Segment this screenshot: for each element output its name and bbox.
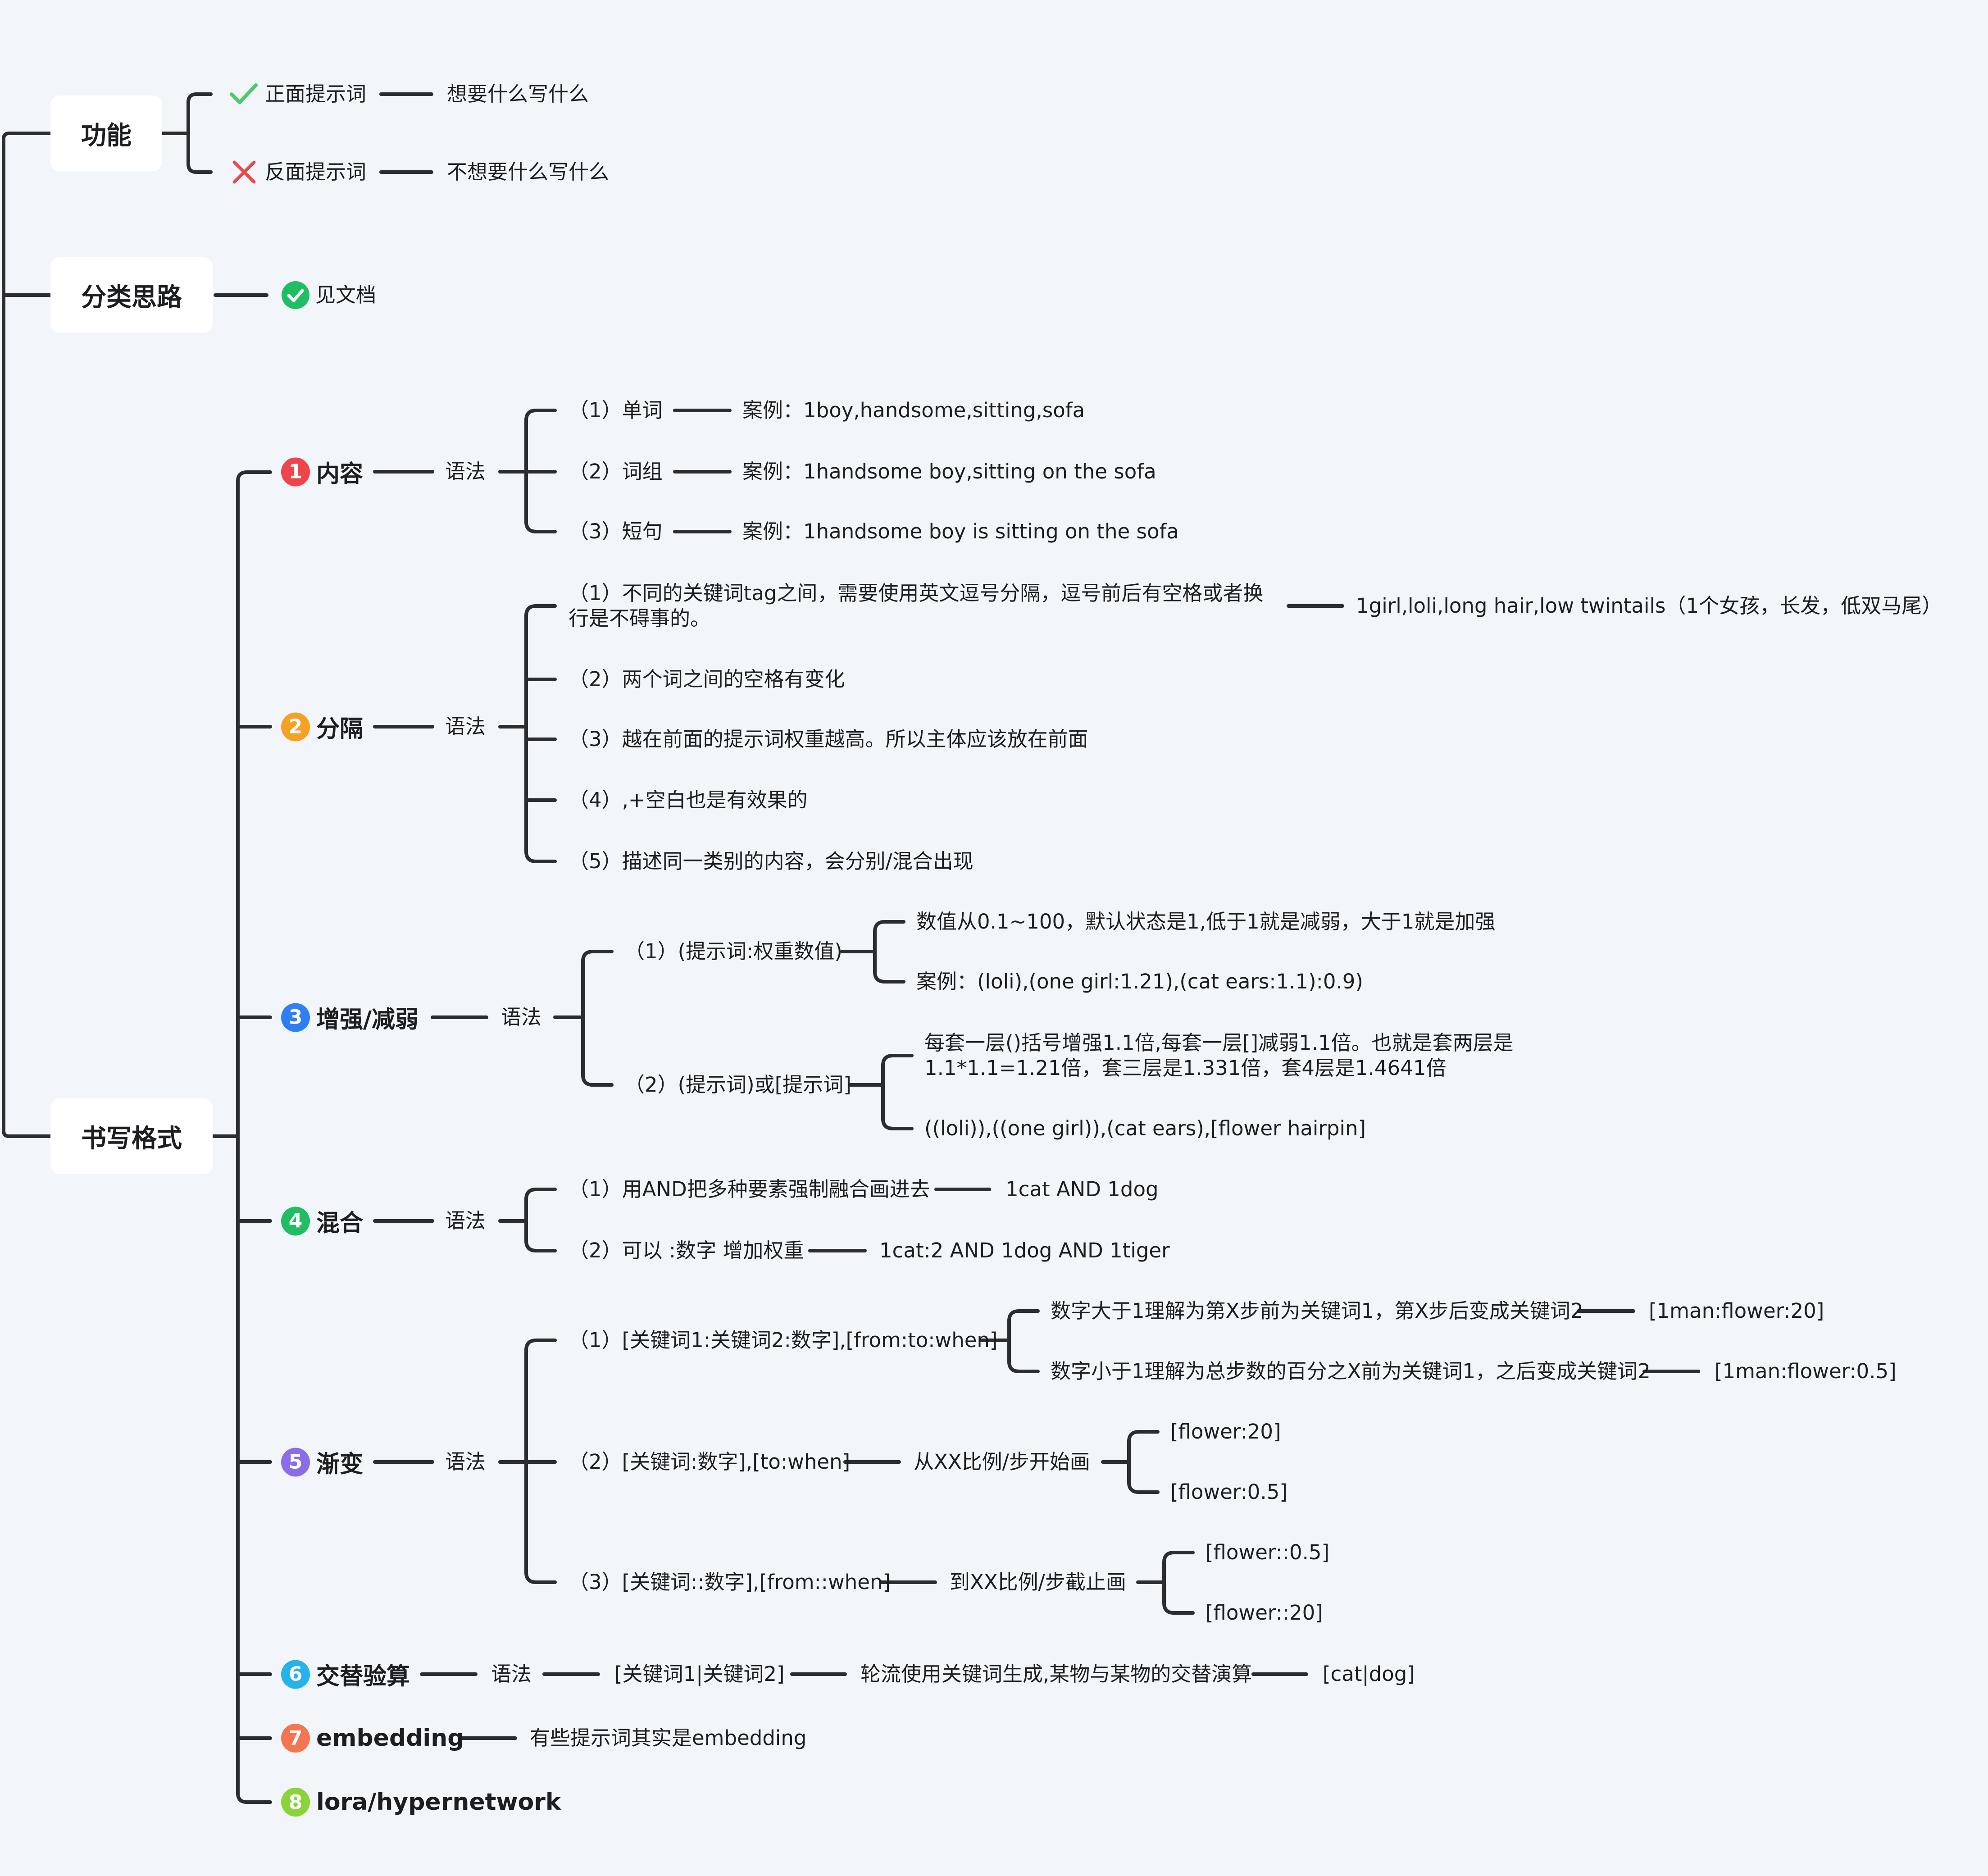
detail-text[interactable]: 数字小于1理解为总步数的百分之X前为关键词1，之后变成关键词2 <box>1051 1359 1651 1383</box>
detail-text[interactable]: [关键词1|关键词2] <box>614 1662 785 1686</box>
category-label: lora/hypernetwork <box>316 1789 561 1816</box>
list-item[interactable]: （2）(提示词)或[提示词] <box>624 1073 851 1097</box>
syntax-label[interactable]: 语法 <box>491 1662 532 1686</box>
category-label: 分隔 <box>316 715 364 743</box>
badge-2: 2 <box>281 712 310 741</box>
list-item[interactable]: （3）短句 <box>569 519 663 543</box>
category-label: 内容 <box>316 460 364 488</box>
badge-4: 4 <box>281 1207 310 1235</box>
category-label: 增强/减弱 <box>316 1006 419 1034</box>
category-label: 混合 <box>316 1210 364 1237</box>
list-item[interactable]: （5）描述同一类别的内容，会分别/混合出现 <box>569 849 974 873</box>
category-gradient[interactable]: 5 渐变 <box>281 1445 363 1479</box>
category-content[interactable]: 1 内容 <box>281 455 363 489</box>
example-text[interactable]: [1man:flower:20] <box>1649 1299 1824 1323</box>
list-item[interactable]: （3）越在前面的提示词权重越高。所以主体应该放在前面 <box>569 727 1088 751</box>
positive-prompt-desc[interactable]: 想要什么写什么 <box>447 82 589 106</box>
example-text[interactable]: 1cat:2 AND 1dog AND 1tiger <box>879 1239 1170 1262</box>
check-circle-icon <box>282 281 309 309</box>
check-icon <box>230 83 258 104</box>
see-doc-label[interactable]: 见文档 <box>315 283 377 307</box>
list-item[interactable]: （2）词组 <box>569 460 663 483</box>
node-gongneng[interactable]: 功能 <box>50 96 162 171</box>
syntax-label[interactable]: 语法 <box>501 1005 542 1029</box>
example-text[interactable]: 案例：1boy,handsome,sitting,sofa <box>742 398 1085 422</box>
syntax-label[interactable]: 语法 <box>445 460 486 483</box>
badge-3: 3 <box>281 1003 310 1032</box>
badge-5: 5 <box>281 1448 310 1476</box>
list-item[interactable]: （2）[关键词:数字],[to:when] <box>569 1450 851 1474</box>
example-text[interactable]: [flower:20] <box>1170 1420 1281 1443</box>
category-label: 交替验算 <box>316 1663 410 1690</box>
category-alternate[interactable]: 6 交替验算 <box>281 1657 410 1691</box>
example-text[interactable]: 案例：(loli),(one girl:1.21),(cat ears:1.1)… <box>916 970 1363 993</box>
detail-text[interactable]: 到XX比例/步截止画 <box>950 1570 1126 1594</box>
category-separation[interactable]: 2 分隔 <box>281 710 363 744</box>
node-shuxie[interactable]: 书写格式 <box>50 1098 213 1174</box>
syntax-label[interactable]: 语法 <box>445 1450 486 1474</box>
list-item[interactable]: （2）两个词之间的空格有变化 <box>569 667 845 691</box>
list-item[interactable]: （1）单词 <box>569 398 663 422</box>
positive-prompt-label[interactable]: 正面提示词 <box>265 82 367 106</box>
detail-text[interactable]: 数字大于1理解为第X步前为关键词1，第X步后变成关键词2 <box>1051 1299 1583 1323</box>
detail-text[interactable]: 数值从0.1~100，默认状态是1,低于1就是减弱，大于1就是加强 <box>916 910 1496 933</box>
example-text[interactable]: [flower::20] <box>1206 1601 1323 1625</box>
category-label: embedding <box>316 1725 464 1752</box>
example-text[interactable]: ((loli)),((one girl)),(cat ears),[flower… <box>924 1116 1366 1140</box>
list-item[interactable]: （3）[关键词::数字],[from::when] <box>569 1570 891 1594</box>
detail-text[interactable]: 每套一层()括号增强1.1倍,每套一层[]减弱1.1倍。也就是套两层是1.1*1… <box>924 1031 1514 1080</box>
example-text[interactable]: [cat|dog] <box>1323 1662 1415 1686</box>
list-item[interactable]: （4）,+空白也是有效果的 <box>569 788 808 812</box>
badge-1: 1 <box>281 457 310 486</box>
detail-text[interactable]: 轮流使用关键词生成,某物与某物的交替演算 <box>860 1662 1252 1686</box>
category-mix[interactable]: 4 混合 <box>281 1204 363 1238</box>
example-text[interactable]: [1man:flower:0.5] <box>1715 1359 1897 1383</box>
negative-prompt-desc[interactable]: 不想要什么写什么 <box>447 160 610 184</box>
category-weight[interactable]: 3 增强/减弱 <box>281 1001 419 1034</box>
example-text[interactable]: 1girl,loli,long hair,low twintails（1个女孩，… <box>1356 594 1943 618</box>
list-item[interactable]: （1）(提示词:权重数值) <box>624 939 842 963</box>
detail-text[interactable]: 从XX比例/步开始画 <box>914 1450 1090 1474</box>
list-item[interactable]: （1）不同的关键词tag之间，需要使用英文逗号分隔，逗号前后有空格或者换行是不碍… <box>569 581 1264 630</box>
category-embedding[interactable]: 7 embedding <box>281 1724 464 1753</box>
badge-7: 7 <box>281 1724 310 1753</box>
detail-text[interactable]: 有些提示词其实是embedding <box>530 1726 807 1750</box>
category-lora[interactable]: 8 lora/hypernetwork <box>281 1788 561 1817</box>
example-text[interactable]: [flower:0.5] <box>1170 1480 1287 1504</box>
node-fenlei[interactable]: 分类思路 <box>50 257 213 333</box>
badge-6: 6 <box>281 1660 310 1689</box>
example-text[interactable]: 1cat AND 1dog <box>1005 1177 1159 1201</box>
list-item[interactable]: （1）用AND把多种要素强制融合画进去 <box>569 1177 930 1201</box>
list-item[interactable]: （2）可以 :数字 增加权重 <box>569 1239 804 1262</box>
cross-icon <box>232 160 256 184</box>
syntax-label[interactable]: 语法 <box>445 715 486 738</box>
list-item[interactable]: （1）[关键词1:关键词2:数字],[from:to:when] <box>569 1328 998 1352</box>
syntax-label[interactable]: 语法 <box>445 1209 486 1233</box>
example-text[interactable]: 案例：1handsome boy is sitting on the sofa <box>742 519 1179 543</box>
example-text[interactable]: [flower::0.5] <box>1206 1540 1330 1564</box>
badge-8: 8 <box>281 1788 310 1817</box>
category-label: 渐变 <box>316 1451 364 1478</box>
negative-prompt-label[interactable]: 反面提示词 <box>265 160 367 184</box>
example-text[interactable]: 案例：1handsome boy,sitting on the sofa <box>742 460 1156 483</box>
